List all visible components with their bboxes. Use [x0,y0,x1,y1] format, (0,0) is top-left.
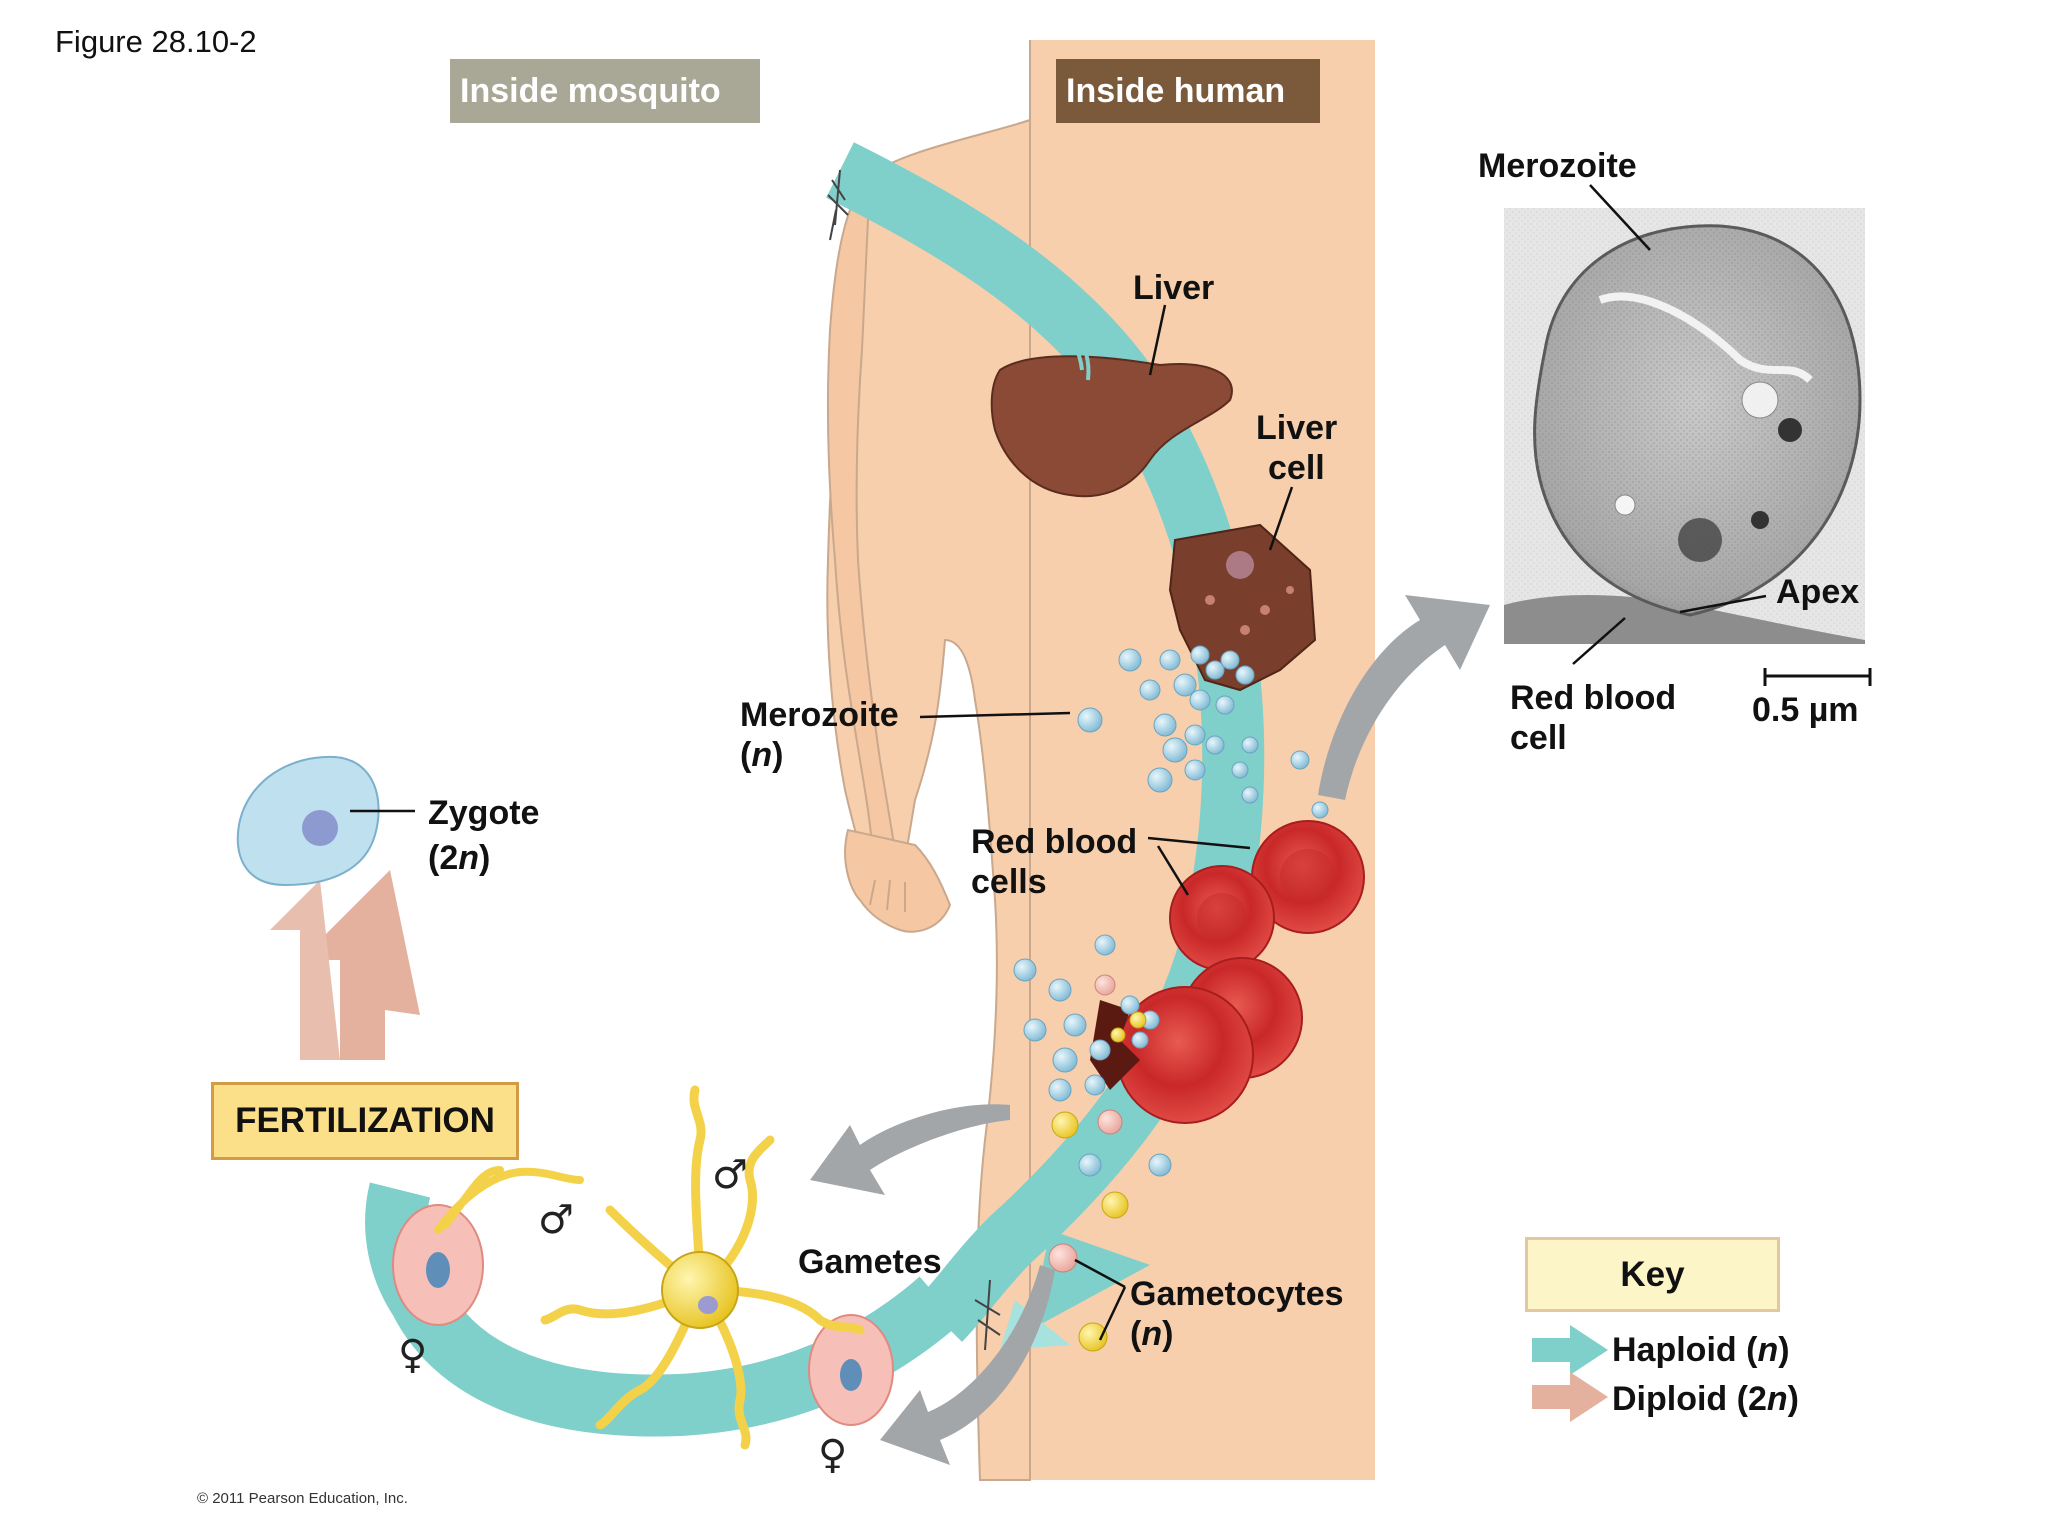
mosquito-cells [392,1204,894,1426]
label-red-blood-line1: Red blood [971,823,1138,861]
label-merozoite-ploidy: (n) [740,736,784,774]
label-gametocytes-ploidy: (n) [1130,1315,1174,1353]
key-arrows [1532,1325,1608,1422]
figure-title: Figure 28.10-2 [55,24,257,59]
liver-organ [990,355,1233,498]
micrograph-label-red-blood-line1: Red blood [1510,679,1677,717]
zygote-cell [236,755,380,887]
key-diploid-label: Diploid (2n) [1612,1380,1799,1418]
gametocyte-bubbles [1048,974,1147,1352]
copyright-notice: © 2011 Pearson Education, Inc. [197,1490,408,1507]
header-inside-mosquito: Inside mosquito [450,59,760,123]
label-gametocytes: Gametocytes [1130,1275,1344,1313]
label-liver: Liver [1133,269,1215,307]
merozoite-micrograph [1504,184,1872,686]
label-merozoite: Merozoite [740,696,899,734]
micrograph-scale-label: 0.5 µm [1752,691,1859,729]
male-gamete-left [434,1166,584,1234]
micrograph-label-merozoite: Merozoite [1478,147,1637,185]
micrograph-label-red-blood-line2: cell [1510,719,1567,757]
male-symbol-left: ♂ [538,1197,574,1243]
mosquito-drawings [827,169,1001,1351]
micrograph-label-apex: Apex [1776,573,1860,611]
key-haploid-label: Haploid (n) [1612,1331,1790,1369]
diploid-arrow [270,870,420,1060]
female-symbol-right: ♀ [818,1432,848,1478]
label-gametes: Gametes [798,1243,942,1281]
merozoite-bubbles-liver [1077,645,1329,819]
label-liver-cell-line1: Liver [1256,409,1338,447]
fertilization-box: FERTILIZATION [211,1082,519,1160]
male-symbol-right: ♂ [712,1152,748,1198]
key-title-box: Key [1525,1237,1780,1312]
label-red-blood-line2: cells [971,863,1047,901]
sporozoites [1018,283,1091,381]
header-inside-human: Inside human [1056,59,1320,123]
gray-arrows [810,595,1490,1465]
merozoite-bubbles-blood [1013,934,1172,1177]
label-zygote-ploidy: (2n) [428,839,491,877]
leader-lines [350,304,1294,1341]
label-zygote: Zygote [428,794,540,832]
red-blood-cells-upper [1169,820,1365,971]
male-gamete [540,1085,865,1450]
female-symbol-left: ♀ [398,1332,428,1378]
label-liver-cell-line2: cell [1268,449,1325,487]
human-body-silhouette [826,40,1031,1481]
